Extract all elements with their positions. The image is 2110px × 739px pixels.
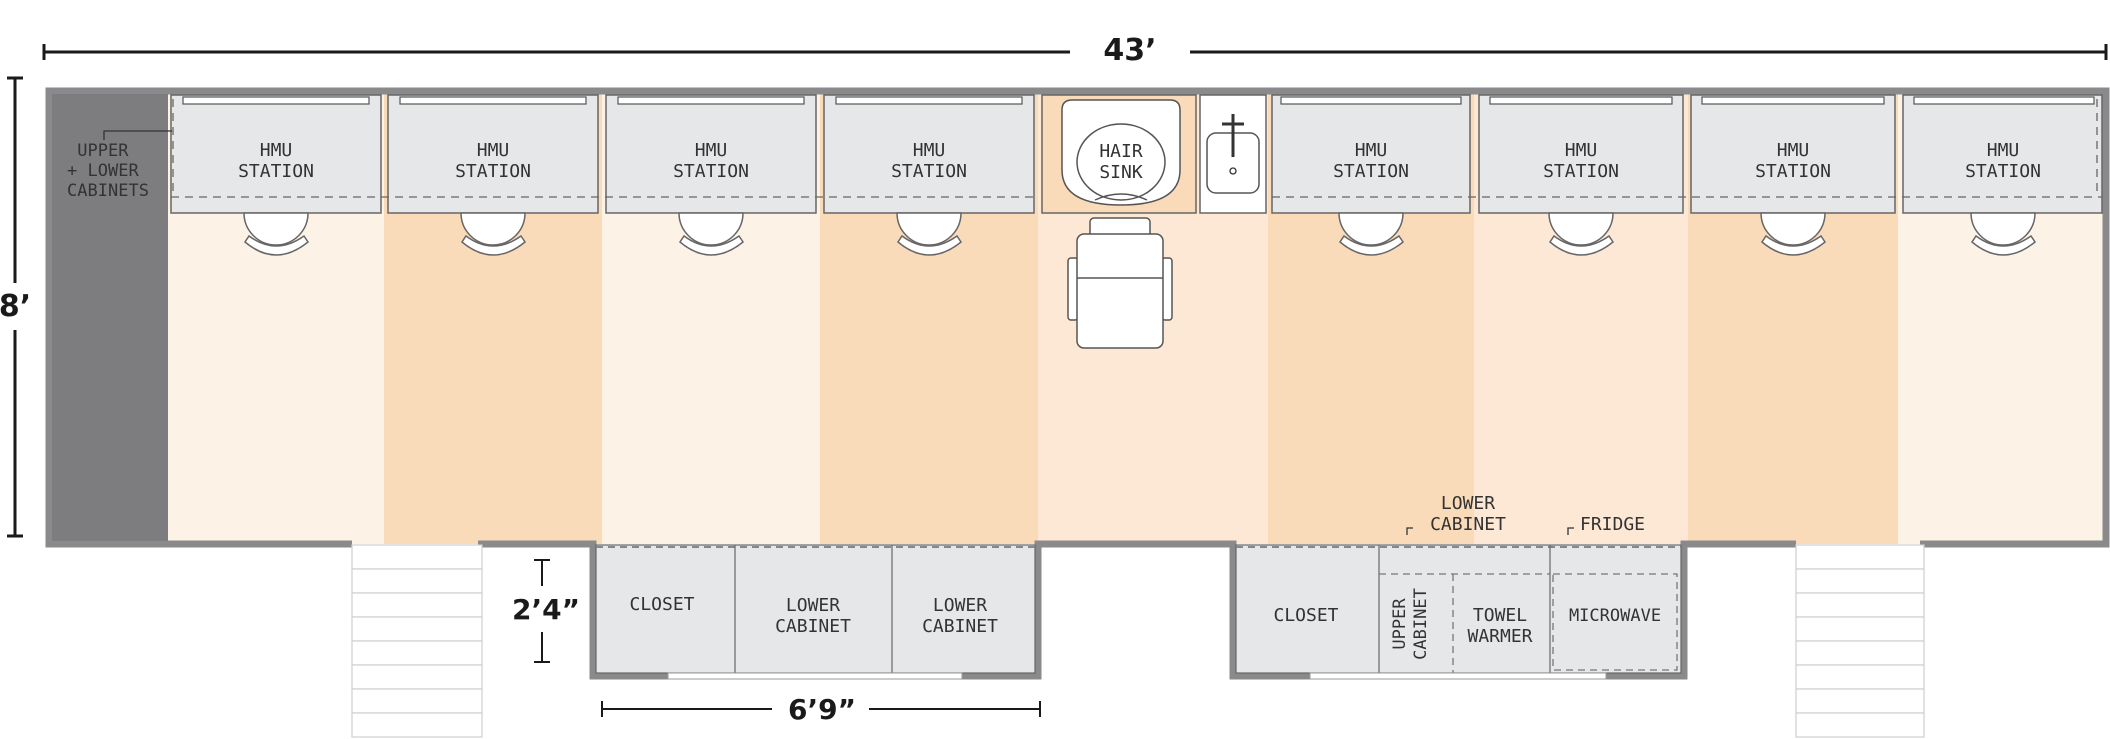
entry-steps-right bbox=[1795, 544, 1925, 738]
slide-depth-dimension bbox=[534, 559, 550, 663]
upper-cabinet-dashed-lines bbox=[171, 99, 2102, 198]
left-slide-out bbox=[595, 544, 1036, 680]
cabinets-left-label: UPPER + LOWER CABINETS bbox=[67, 141, 149, 201]
counter-4 bbox=[823, 94, 1035, 214]
counter-3 bbox=[605, 94, 817, 214]
slide-length-dimension bbox=[601, 701, 1041, 717]
counter-5 bbox=[1271, 94, 1471, 214]
closet-left-label: CLOSET bbox=[629, 594, 694, 615]
cabinets-leader-line bbox=[103, 130, 172, 140]
stool-icon bbox=[896, 212, 963, 256]
mirror-bars bbox=[182, 96, 2095, 105]
right-slide-out bbox=[1235, 544, 1682, 680]
width-label: 8’ bbox=[0, 289, 31, 324]
length-dimension bbox=[42, 44, 2108, 60]
slide-length-label: 6’9” bbox=[788, 693, 856, 726]
stool-icon bbox=[1970, 212, 2037, 256]
hand-sink bbox=[1199, 94, 1267, 214]
exterior-walls bbox=[45, 87, 2110, 680]
closet-right-label: CLOSET bbox=[1273, 605, 1338, 626]
fridge-callout: FRIDGE bbox=[1580, 514, 1645, 535]
entry-steps-left bbox=[351, 544, 483, 738]
counter-6 bbox=[1478, 94, 1684, 214]
callout-leaders bbox=[1406, 527, 1574, 535]
stool-icon bbox=[1338, 212, 1405, 256]
stool-icon bbox=[678, 212, 745, 256]
salon-chair-icon bbox=[1067, 217, 1173, 349]
stool-icon bbox=[1548, 212, 1615, 256]
width-dimension bbox=[7, 76, 23, 538]
slide-depth-label: 2’4” bbox=[512, 593, 580, 626]
microwave-label: MICROWAVE bbox=[1569, 606, 1661, 626]
stools bbox=[243, 212, 2037, 256]
upper-cabinet-label: UPPERCABINET bbox=[1390, 588, 1431, 660]
counter-2 bbox=[387, 94, 599, 214]
stool-icon bbox=[243, 212, 310, 256]
length-label: 43’ bbox=[1103, 33, 1156, 68]
upper-lower-cabinets-block bbox=[52, 94, 168, 541]
counter-1 bbox=[170, 94, 382, 214]
stool-icon bbox=[1760, 212, 1827, 256]
hair-sink bbox=[1041, 94, 1197, 214]
stool-icon bbox=[460, 212, 527, 256]
